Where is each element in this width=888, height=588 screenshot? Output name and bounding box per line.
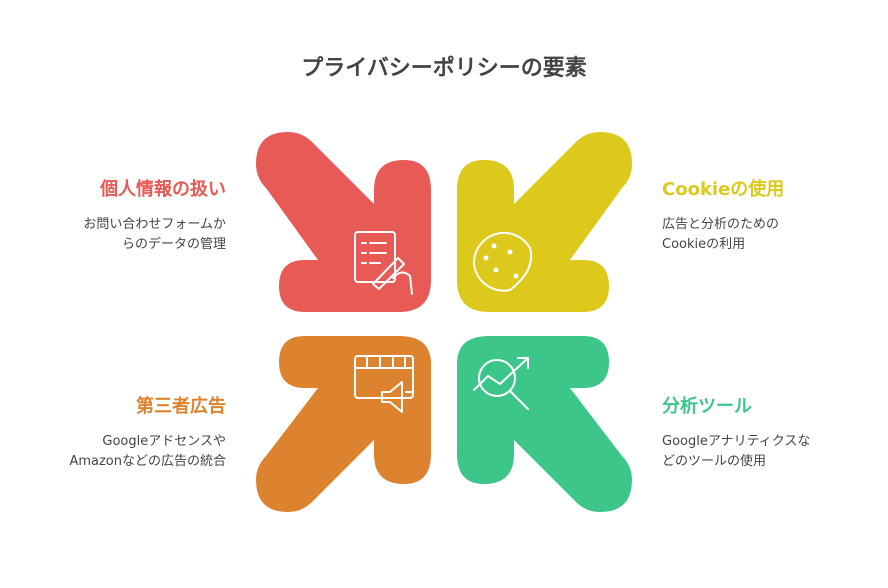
item-desc: お問い合わせフォームからのデータの管理	[83, 217, 226, 252]
page-title: プライバシーポリシーの要素	[301, 56, 587, 81]
ad-megaphone-icon	[354, 355, 414, 413]
item-title: 第三者広告	[136, 396, 226, 417]
item-title: 個人情報の扱い	[100, 179, 226, 200]
analytics-icon	[473, 357, 529, 410]
arrow-personal-info	[256, 132, 431, 312]
arrow-analytics	[457, 336, 632, 512]
item-analytics: 分析ツール Googleアナリティクスなどのツールの使用	[662, 392, 882, 472]
cookie-icon	[472, 231, 532, 292]
arrow-third-party-ads	[256, 336, 431, 512]
item-personal-info: 個人情報の扱い お問い合わせフォームからのデータの管理	[6, 175, 226, 255]
document-pen-icon	[354, 231, 413, 295]
item-desc: Googleアナリティクスなどのツールの使用	[662, 434, 811, 469]
item-title: Cookieの使用	[662, 179, 785, 200]
arrow-cookie	[457, 132, 632, 312]
item-title: 分析ツール	[662, 396, 752, 417]
